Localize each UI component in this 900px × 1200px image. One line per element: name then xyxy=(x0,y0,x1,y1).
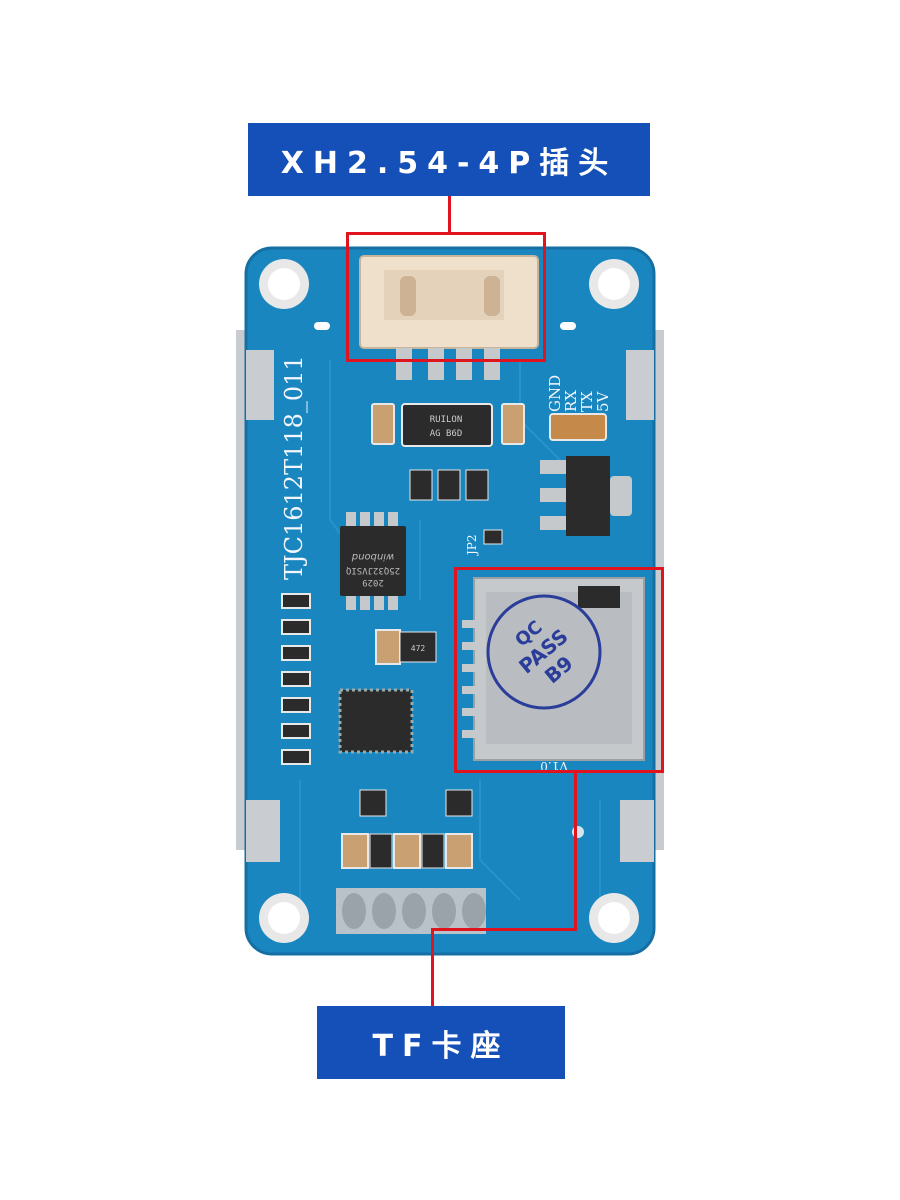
u1-chip-text: RUILON xyxy=(430,415,463,425)
test-pads xyxy=(336,888,486,934)
pin-label-gnd: GND xyxy=(546,375,564,412)
pin-label-rx: RX xyxy=(562,390,580,412)
clip-right-bottom xyxy=(620,800,654,862)
tf-slot-highlight-box xyxy=(454,567,664,773)
bottom-resistor-row xyxy=(341,833,473,869)
jp2-label: JP2 xyxy=(465,534,479,557)
clip-right-top xyxy=(626,350,654,420)
tf-leader-line-down xyxy=(431,928,434,1006)
tf-version-label: V1.0 xyxy=(540,759,569,773)
xh-connector xyxy=(359,255,539,380)
transistor-pair xyxy=(409,469,489,501)
tf-card-slot: QC PASS B9 xyxy=(462,577,645,761)
flash-chip: 2029 25Q32JVSIQ winbond xyxy=(340,512,406,610)
pin-label-tx: TX xyxy=(578,391,596,412)
tf-leader-line-horizontal xyxy=(431,928,577,931)
connector-callout-label: XH2.54-4P插头 xyxy=(248,123,650,196)
pin-label-5v: 5V xyxy=(594,390,612,412)
resistor-code: 472 xyxy=(411,644,426,653)
connector-leader-line xyxy=(448,196,451,233)
mcu-chip xyxy=(338,688,414,754)
clip-left-top xyxy=(246,350,274,420)
flash-brand: winbond xyxy=(351,551,394,562)
tf-leader-line-vertical xyxy=(574,773,577,930)
u1-chip: RUILON AG B6D xyxy=(371,403,525,447)
flash-code: 25Q32JVSIQ xyxy=(346,565,400,575)
clip-left-bottom xyxy=(246,800,280,862)
tf-slot-callout-label: TF卡座 xyxy=(317,1006,565,1079)
voltage-regulator xyxy=(540,456,632,536)
resistor-column xyxy=(281,593,311,765)
board-model-label: TJC1612T118_011 xyxy=(280,355,308,580)
connector-highlight-box xyxy=(346,232,546,362)
flash-date: 2029 xyxy=(362,577,384,587)
mounting-holes xyxy=(259,259,639,943)
capacitor xyxy=(549,413,607,441)
u1-chip-text2: AG B6D xyxy=(430,429,463,439)
